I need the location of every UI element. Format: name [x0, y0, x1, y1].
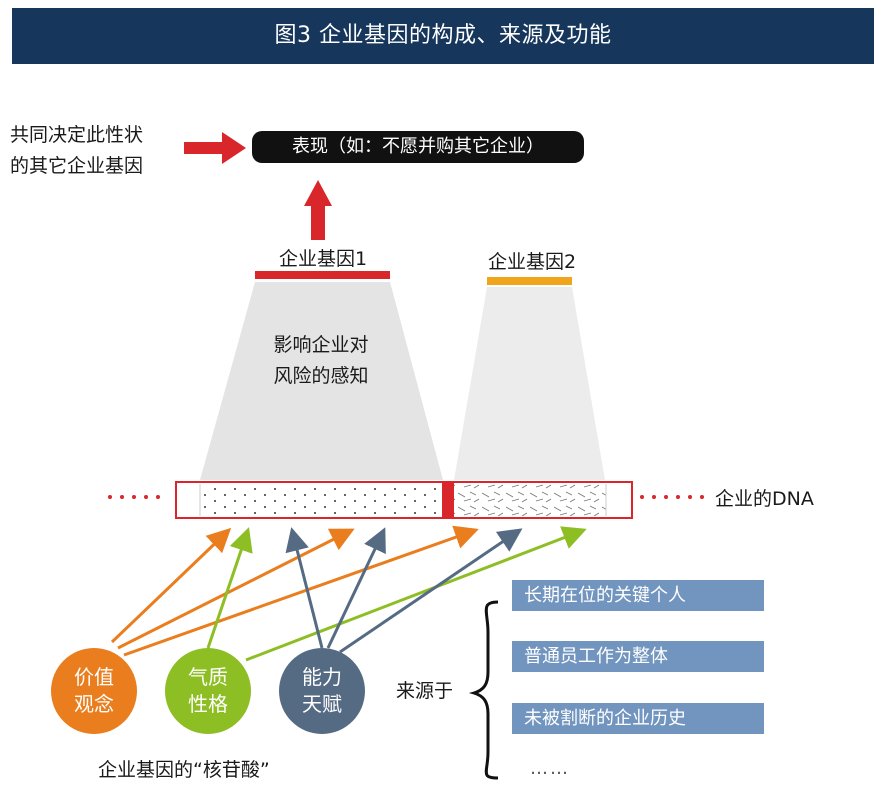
other-genes-note: 共同决定此性状 的其它企业基因 — [10, 120, 200, 182]
nucleotides-caption: 企业基因的“核苷酸” — [98, 759, 270, 781]
header-bar: 图3 企业基因的构成、来源及功能 — [12, 8, 874, 64]
gene-to-expression-arrow — [304, 180, 332, 240]
temperament-circle-line2: 性格 — [188, 692, 228, 716]
note-to-expression-arrow — [184, 132, 246, 164]
values-circle: 价值 观念 — [51, 648, 137, 734]
gene1-description-line2: 风险的感知 — [273, 365, 369, 387]
ability-arrows — [285, 527, 523, 654]
gene1-bar — [255, 271, 390, 279]
dna-right-dots — [640, 495, 704, 499]
gene2-region — [454, 287, 605, 480]
source-item-key-individuals: 长期在位的关键个人 — [512, 580, 764, 611]
gene2-label: 企业基因2 — [487, 251, 577, 273]
gene1-label: 企业基因1 — [278, 248, 368, 270]
gene2-bar — [487, 277, 572, 285]
temperament-circle-line1: 气质 — [188, 665, 228, 689]
values-circle-line2: 观念 — [74, 692, 114, 716]
sources-brace — [468, 600, 499, 780]
diagram-title: 图3 企业基因的构成、来源及功能 — [274, 23, 612, 48]
expression-label: 表现（如：不愿并购其它企业） — [252, 131, 584, 163]
value-arrows — [110, 525, 479, 657]
other-genes-note-line1: 共同决定此性状 — [10, 124, 144, 146]
other-genes-note-line2: 的其它企业基因 — [10, 155, 144, 177]
ability-circle-line1: 能力 — [302, 665, 342, 689]
ability-circle-line2: 天赋 — [302, 692, 342, 716]
source-item-history: 未被割断的企业历史 — [512, 703, 764, 734]
gene1-region — [200, 282, 443, 480]
source-more-ellipsis: …… — [530, 758, 570, 779]
temperament-arrows — [206, 526, 587, 662]
dna-label: 企业的DNA — [715, 488, 814, 510]
dna-strip — [175, 481, 633, 519]
values-circle-line1: 价值 — [74, 665, 114, 689]
sources-label: 来源于 — [396, 680, 454, 702]
source-item-employees: 普通员工作为整体 — [512, 641, 764, 672]
dna-left-dots — [108, 495, 160, 499]
ability-circle: 能力 天赋 — [279, 648, 365, 734]
gene1-description-line1: 影响企业对 — [273, 334, 369, 356]
gene1-description: 影响企业对 风险的感知 — [246, 330, 396, 392]
temperament-circle: 气质 性格 — [165, 648, 251, 734]
